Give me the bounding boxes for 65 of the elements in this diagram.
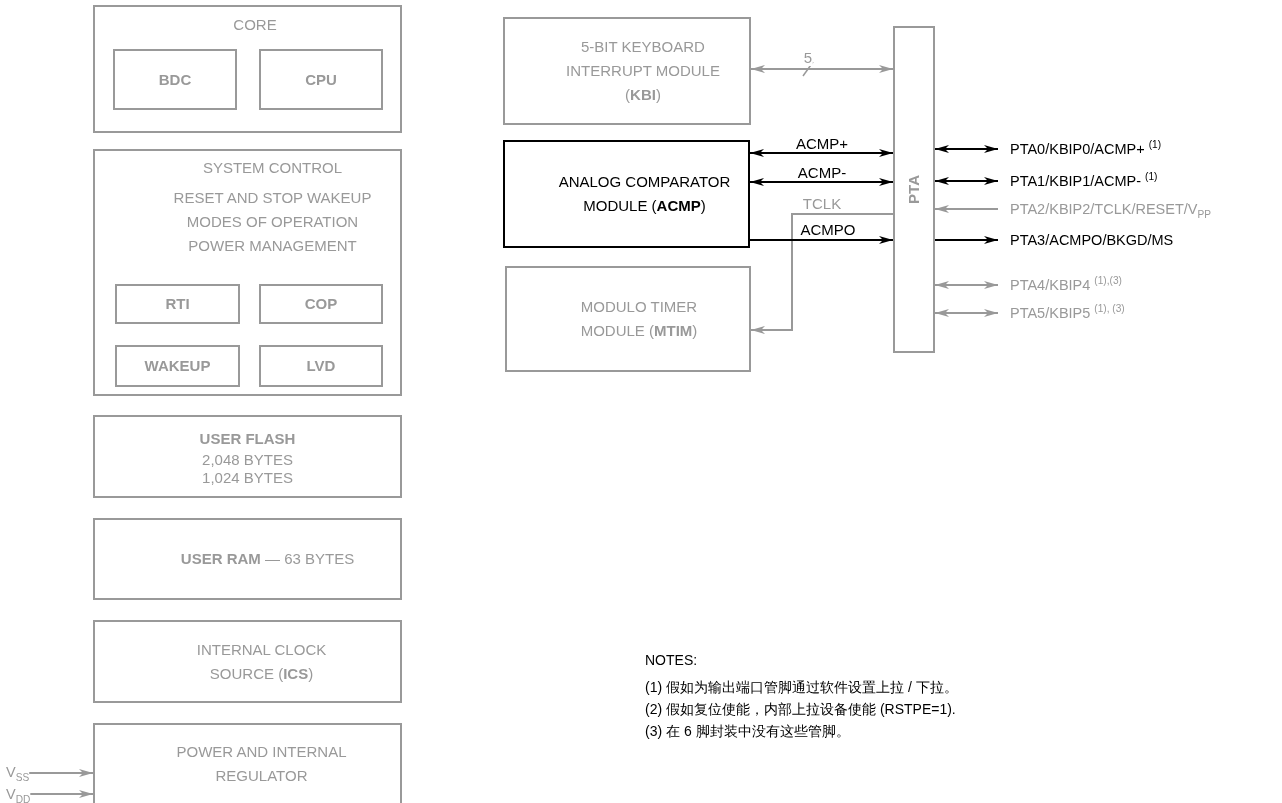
module-label: ANALOG COMPARATOR MODULE (ACMP): [557, 172, 732, 216]
arrow: [749, 236, 894, 244]
module-title: CORE: [233, 15, 277, 35]
pin-label: PTA1/KBIP1/ACMP- $^{(1)}$: [998, 171, 1158, 191]
port-box: [893, 26, 935, 353]
arrow: [29, 790, 94, 798]
arrow: [749, 178, 894, 186]
module-box: [93, 518, 402, 600]
module-box: [503, 140, 750, 248]
module-box: [259, 345, 383, 387]
module-label: 1,024 BYTES: [202, 468, 293, 487]
pin-label: PTA2/KBIP2/TCLK/RESET/V$_{PP}$: [998, 199, 1211, 219]
module-box: [259, 284, 383, 324]
arrow: [749, 149, 894, 157]
module-label: RTI: [165, 294, 190, 314]
module-label: COP: [304, 294, 338, 314]
edge-label: 5: [802, 50, 814, 66]
module-box: [113, 49, 237, 110]
note-text: (1) 假如为输出端口管脚通过软件设置上拉 / 下拉。: [645, 678, 958, 696]
module-label: 2,048 BYTES: [202, 450, 293, 469]
module-box: [259, 49, 383, 110]
pin-label: PTA3/ACMPO/BKGD/MS: [998, 230, 1174, 250]
edge-label: ACMP-: [796, 165, 848, 181]
supply-label: V$_{DD}$: [6, 784, 31, 803]
module-label: BDC: [158, 69, 192, 90]
edge-label: ACMP+: [794, 136, 850, 152]
edge-label: ACMPO: [799, 222, 857, 238]
module-box: [503, 17, 751, 125]
module-box: [115, 345, 240, 387]
arrow: [934, 177, 999, 185]
module-label: USER RAM — 63 BYTES: [180, 549, 355, 569]
module-box: [115, 284, 240, 324]
note-text: (3) 在 6 脚封装中没有这些管脚。: [645, 722, 850, 740]
module-box: [93, 5, 402, 133]
module-box: [505, 266, 751, 372]
arrow: [934, 205, 999, 213]
module-title: SYSTEM CONTROL: [202, 158, 343, 178]
module-label: CPU: [305, 69, 337, 90]
pin-label: PTA0/KBIP0/ACMP+ $^{(1)}$: [998, 139, 1162, 159]
module-label: RESET AND STOP WAKEUP MODES OF OPERATION POWER MANAGEMENT: [172, 188, 373, 256]
module-label: POWER AND INTERNAL REGULATOR: [175, 742, 348, 786]
arrow: [934, 236, 999, 244]
module-box: [93, 723, 402, 803]
arrow: [750, 213, 894, 334]
arrow: [28, 769, 94, 777]
module-label: WAKEUP: [144, 356, 211, 376]
module-label: 5-BIT KEYBOARD INTERRUPT MODULE (KBI): [565, 37, 721, 105]
supply-label: V$_{SS}$: [6, 762, 30, 782]
module-box: [93, 620, 402, 703]
pin-label: PTA4/KBIP4 $^{(1),(3)}$: [998, 275, 1122, 295]
module-box: [93, 149, 402, 396]
edge-label: TCLK: [801, 196, 843, 212]
module-title: USER FLASH: [199, 428, 296, 449]
port-label: PTA: [904, 175, 923, 204]
arrow: [934, 281, 999, 289]
note-text: (2) 假如复位使能，内部上拉设备使能 (RSTPE=1).: [645, 700, 956, 718]
arrow: [934, 145, 999, 153]
pin-label: PTA5/KBIP5 $^{(1), (3)}$: [998, 303, 1125, 323]
notes-heading: NOTES:: [645, 651, 698, 669]
module-label: LVD: [306, 356, 336, 376]
arrow: [750, 65, 894, 73]
arrow: [934, 309, 999, 317]
module-label: INTERNAL CLOCK SOURCE (ICS): [195, 639, 328, 684]
module-label: MODULO TIMER MODULE (MTIM): [579, 297, 699, 341]
module-box: [93, 415, 402, 498]
